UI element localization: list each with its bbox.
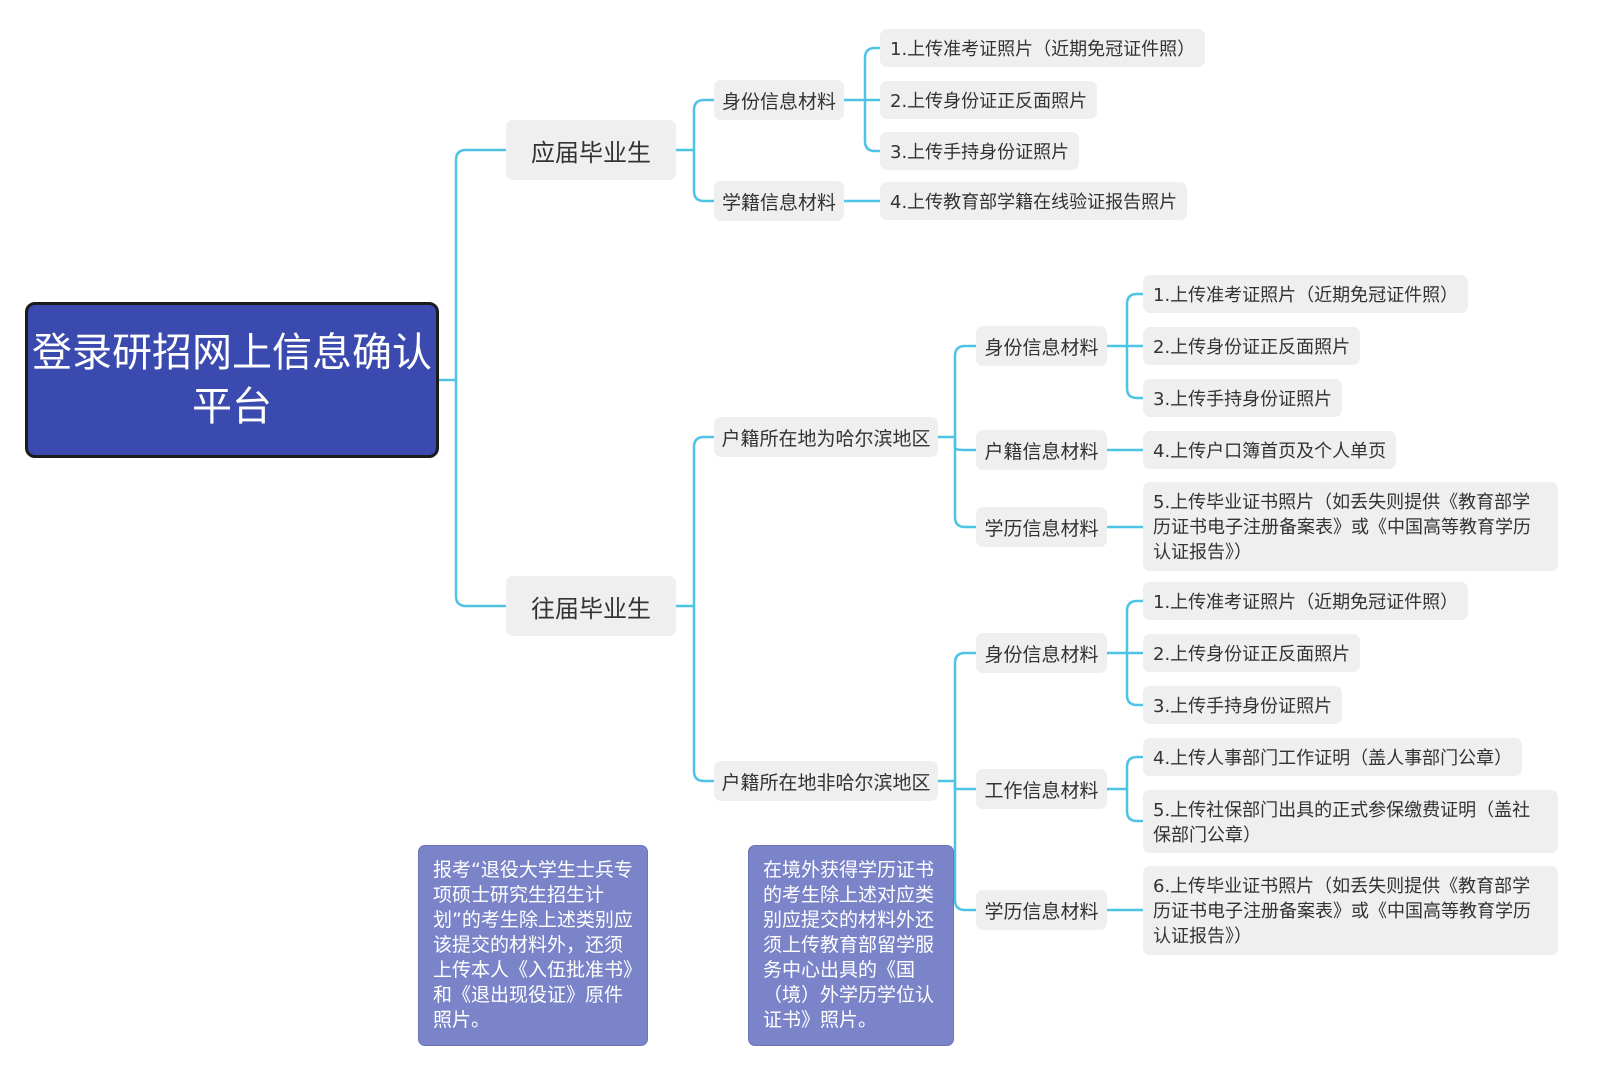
leaf-harbin-household-4[interactable]: 4.上传户口簿首页及个人单页	[1143, 431, 1397, 469]
node-fresh-graduates[interactable]: 应届毕业生	[506, 120, 676, 180]
leaf-fresh-academic-4[interactable]: 4.上传教育部学籍在线验证报告照片	[880, 182, 1188, 220]
leaf-nonharbin-identity-2[interactable]: 2.上传身份证正反面照片	[1143, 634, 1361, 672]
note-veteran-soldiers: 报考“退役大学生士兵专项硕士研究生招生计划”的考生除上述类别应该提交的材料外，还…	[418, 845, 648, 1046]
leaf-nonharbin-identity-3[interactable]: 3.上传手持身份证照片	[1143, 686, 1343, 724]
leaf-nonharbin-work-5[interactable]: 5.上传社保部门出具的正式参保缴费证明（盖社保部门公章）	[1143, 790, 1558, 853]
node-harbin-identity[interactable]: 身份信息材料	[976, 326, 1107, 366]
connector-root-past	[454, 378, 508, 608]
node-harbin-household[interactable]: 户籍信息材料	[976, 430, 1107, 470]
node-nonharbin-education[interactable]: 学历信息材料	[976, 890, 1107, 930]
leaf-harbin-identity-3[interactable]: 3.上传手持身份证照片	[1143, 379, 1343, 417]
connector-root-fresh	[454, 148, 508, 382]
node-past-graduates[interactable]: 往届毕业生	[506, 576, 676, 636]
root-node[interactable]: 登录研招网上信息确认平台	[25, 302, 439, 458]
note-overseas-degree: 在境外获得学历证书的考生除上述对应类别应提交的材料外还须上传教育部留学服务中心出…	[748, 845, 954, 1046]
leaf-harbin-identity-1[interactable]: 1.上传准考证照片（近期免冠证件照）	[1143, 275, 1469, 313]
node-past-harbin[interactable]: 户籍所在地为哈尔滨地区	[714, 417, 938, 457]
leaf-fresh-identity-3[interactable]: 3.上传手持身份证照片	[880, 132, 1080, 170]
node-harbin-education[interactable]: 学历信息材料	[976, 507, 1107, 547]
node-fresh-identity[interactable]: 身份信息材料	[714, 80, 844, 120]
leaf-harbin-identity-2[interactable]: 2.上传身份证正反面照片	[1143, 327, 1361, 365]
leaf-nonharbin-work-4[interactable]: 4.上传人事部门工作证明（盖人事部门公章）	[1143, 738, 1523, 776]
node-nonharbin-identity[interactable]: 身份信息材料	[976, 633, 1107, 673]
node-past-non-harbin[interactable]: 户籍所在地非哈尔滨地区	[714, 761, 938, 801]
leaf-fresh-identity-1[interactable]: 1.上传准考证照片（近期免冠证件照）	[880, 29, 1206, 67]
node-nonharbin-work[interactable]: 工作信息材料	[976, 769, 1107, 809]
leaf-fresh-identity-2[interactable]: 2.上传身份证正反面照片	[880, 81, 1098, 119]
leaf-nonharbin-education-6[interactable]: 6.上传毕业证书照片（如丢失则提供《教育部学历证书电子注册备案表》或《中国高等教…	[1143, 866, 1558, 955]
node-fresh-academic[interactable]: 学籍信息材料	[714, 181, 844, 221]
leaf-harbin-education-5[interactable]: 5.上传毕业证书照片（如丢失则提供《教育部学历证书电子注册备案表》或《中国高等教…	[1143, 482, 1558, 571]
leaf-nonharbin-identity-1[interactable]: 1.上传准考证照片（近期免冠证件照）	[1143, 582, 1469, 620]
